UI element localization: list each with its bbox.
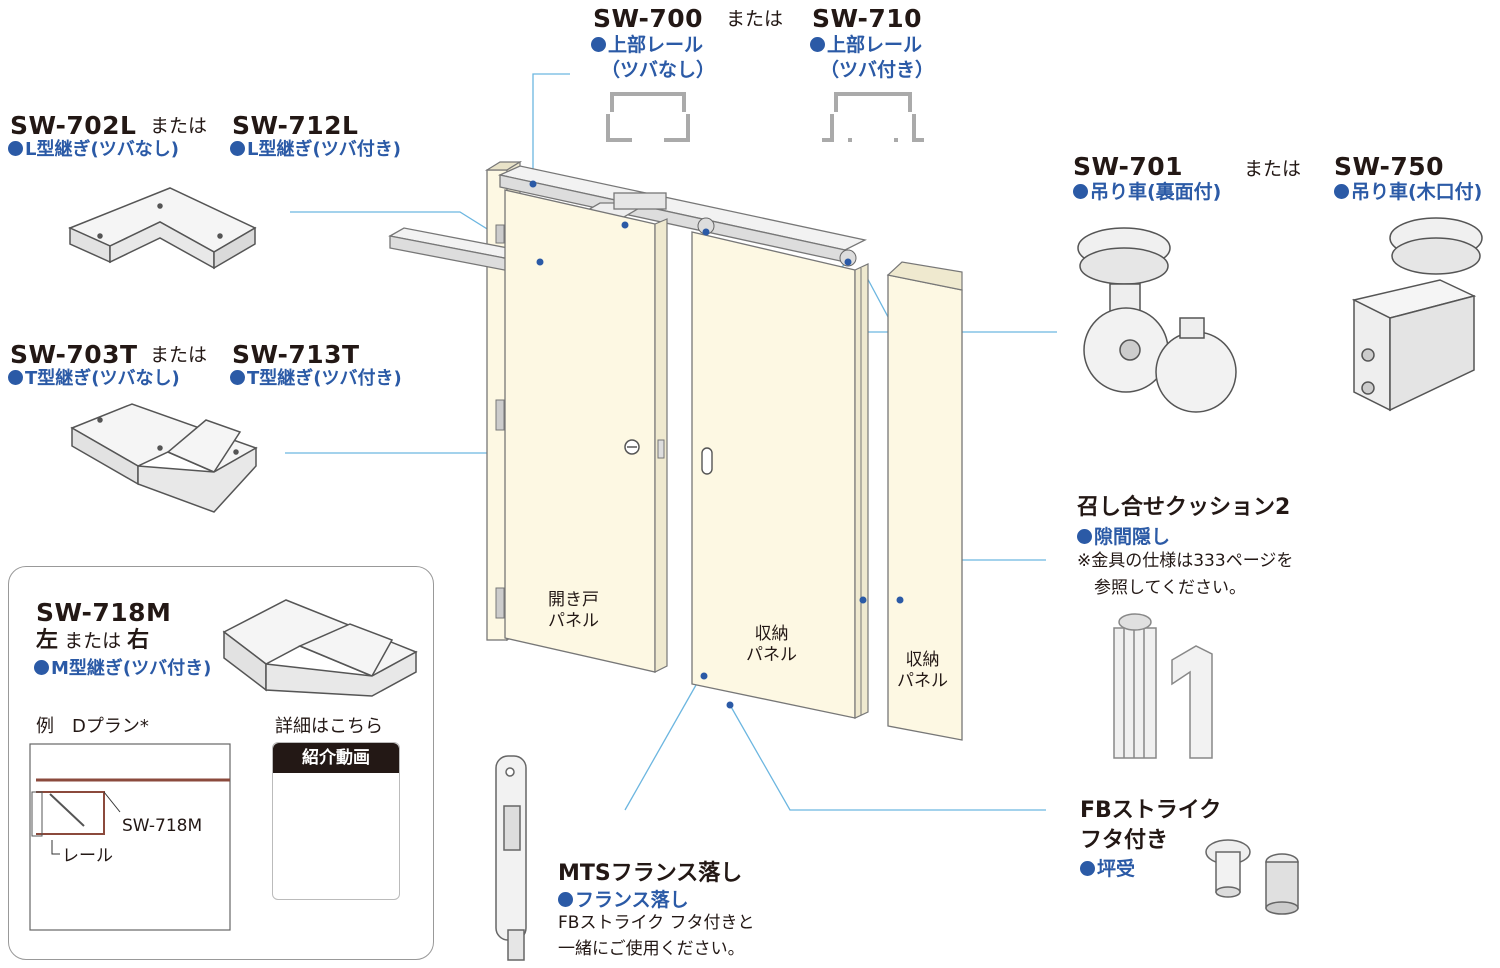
hanger-code-a: SW-701 xyxy=(1073,152,1184,181)
hanger-code-b: SW-750 xyxy=(1334,152,1445,181)
cushion-name: 隙間隠し xyxy=(1077,528,1170,547)
flange-bolt-part xyxy=(495,755,527,961)
m-joint-name-text: M型継ぎ(ツバ付き) xyxy=(51,658,212,679)
bullet-dot-icon xyxy=(230,141,245,156)
fb-title-1: FBストライク xyxy=(1080,798,1222,823)
door-panel xyxy=(504,189,668,673)
t-joint-code-a: SW-703T xyxy=(10,340,138,369)
flange-note-2: 一緒にご使用ください。 xyxy=(558,939,745,959)
video-qr-card[interactable]: 紹介動画 xyxy=(272,742,400,900)
bullet-dot-icon xyxy=(1334,184,1349,199)
hanger-name-b-text: 吊り車(木口付) xyxy=(1351,181,1483,203)
hanger-name-a: 吊り車(裏面付) xyxy=(1073,183,1221,202)
l-joint-part xyxy=(68,187,257,270)
l-joint-name-a-text: L型継ぎ(ツバなし) xyxy=(25,139,179,160)
storage-panel-2 xyxy=(886,261,963,741)
cushion-title: 召し合せクッション2 xyxy=(1077,495,1291,520)
bullet-dot-icon xyxy=(1077,529,1092,544)
storage-panel-2-label: 収納パネル xyxy=(897,650,948,693)
video-label: 紹介動画 xyxy=(273,743,399,773)
t-joint-name-b: T型継ぎ(ツバ付き) xyxy=(230,370,402,388)
bullet-dot-icon xyxy=(591,37,606,52)
hanger-or: または xyxy=(1244,158,1302,180)
bullet-dot-icon xyxy=(230,370,245,385)
l-joint-or: または xyxy=(150,115,208,137)
bullet-dot-icon xyxy=(8,370,23,385)
m-joint-variant: 左 または 右 xyxy=(36,630,149,652)
rail-code-b: SW-710 xyxy=(812,4,923,33)
l-joint-name-b-text: L型継ぎ(ツバ付き) xyxy=(247,139,401,160)
m-joint-box xyxy=(8,566,434,960)
flange-name: フランス落し xyxy=(558,891,689,910)
cushion-note-1: ※金具の仕様は333ページを xyxy=(1077,551,1294,571)
detail-label: 詳細はこちら xyxy=(275,716,383,737)
hanger-name-b: 吊り車(木口付) xyxy=(1334,183,1482,202)
plan-code-label: SW-718M xyxy=(122,816,203,836)
rail-name-b-text: 上部レール xyxy=(827,34,923,56)
t-joint-name-b-text: T型継ぎ(ツバ付き) xyxy=(247,368,402,389)
flange-title: MTSフランス落し xyxy=(558,861,743,886)
storage-panel-label-1: 収納 xyxy=(754,624,789,644)
storage-panel-2-label-1: 収納 xyxy=(905,650,940,670)
m-joint-or: または xyxy=(64,630,122,652)
rail-sub-a: （ツバなし） xyxy=(601,59,716,81)
leader-dots xyxy=(529,180,904,709)
fb-name-text: 坪受 xyxy=(1097,858,1136,880)
bullet-dot-icon xyxy=(34,660,49,675)
l-joint-name-b: L型継ぎ(ツバ付き) xyxy=(230,141,401,159)
t-joint-name-a: T型継ぎ(ツバなし) xyxy=(8,370,180,388)
m-joint-left: 左 xyxy=(36,628,59,653)
flange-note-1: FBストライク フタ付きと xyxy=(558,913,755,933)
bullet-dot-icon xyxy=(1073,184,1088,199)
plan-diagram xyxy=(29,743,231,931)
rail-section-with-flange xyxy=(822,92,924,142)
rail-name-a-text: 上部レール xyxy=(608,34,704,56)
hanger-750-part xyxy=(1351,217,1483,412)
rail-sub-b: （ツバ付き） xyxy=(820,59,935,81)
t-joint-name-a-text: T型継ぎ(ツバなし) xyxy=(25,368,180,389)
fb-title-2: フタ付き xyxy=(1080,828,1169,853)
cushion-note-2: 参照してください。 xyxy=(1094,578,1246,598)
bullet-dot-icon xyxy=(8,141,23,156)
fb-name: 坪受 xyxy=(1080,860,1135,879)
bullet-dot-icon xyxy=(810,37,825,52)
m-joint-name: M型継ぎ(ツバ付き) xyxy=(34,660,211,678)
t-joint-code-b: SW-713T xyxy=(232,340,360,369)
m-joint-code: SW-718M xyxy=(36,598,172,627)
rail-section-no-flange xyxy=(606,92,690,142)
l-joint-name-a: L型継ぎ(ツバなし) xyxy=(8,141,179,159)
hanger-name-a-text: 吊り車(裏面付) xyxy=(1090,181,1222,203)
rail-name-b: 上部レール xyxy=(810,36,922,55)
cushion-name-text: 隙間隠し xyxy=(1094,526,1171,548)
plan-rail-label: レール xyxy=(62,846,113,866)
rail-code-a: SW-700 xyxy=(593,4,704,33)
fb-strike-part xyxy=(1205,839,1299,915)
plan-example-label: 例 Dプラン* xyxy=(36,716,149,737)
hanger-701-part xyxy=(1077,227,1237,413)
rail-name-a: 上部レール xyxy=(591,36,703,55)
storage-panel-label: 収納パネル xyxy=(746,624,797,667)
l-joint-code-b: SW-712L xyxy=(232,111,359,140)
t-joint-part xyxy=(70,403,258,513)
bullet-dot-icon xyxy=(558,892,573,907)
m-joint-right: 右 xyxy=(127,628,150,653)
flange-name-text: フランス落し xyxy=(575,889,689,911)
rail-or: または xyxy=(726,8,784,30)
door-panel-label-1: 開き戸 xyxy=(548,590,599,610)
cushion-part xyxy=(1113,613,1213,759)
m-joint-part xyxy=(222,599,418,697)
door-panel-label-2: パネル xyxy=(548,611,599,632)
bullet-dot-icon xyxy=(1080,861,1095,876)
storage-panel-2-label-2: パネル xyxy=(897,671,948,692)
t-joint-or: または xyxy=(150,344,208,366)
door-panel-label: 開き戸パネル xyxy=(548,590,599,633)
l-joint-code-a: SW-702L xyxy=(10,111,137,140)
storage-panel-label-2: パネル xyxy=(746,645,797,666)
storage-panel xyxy=(691,217,869,719)
